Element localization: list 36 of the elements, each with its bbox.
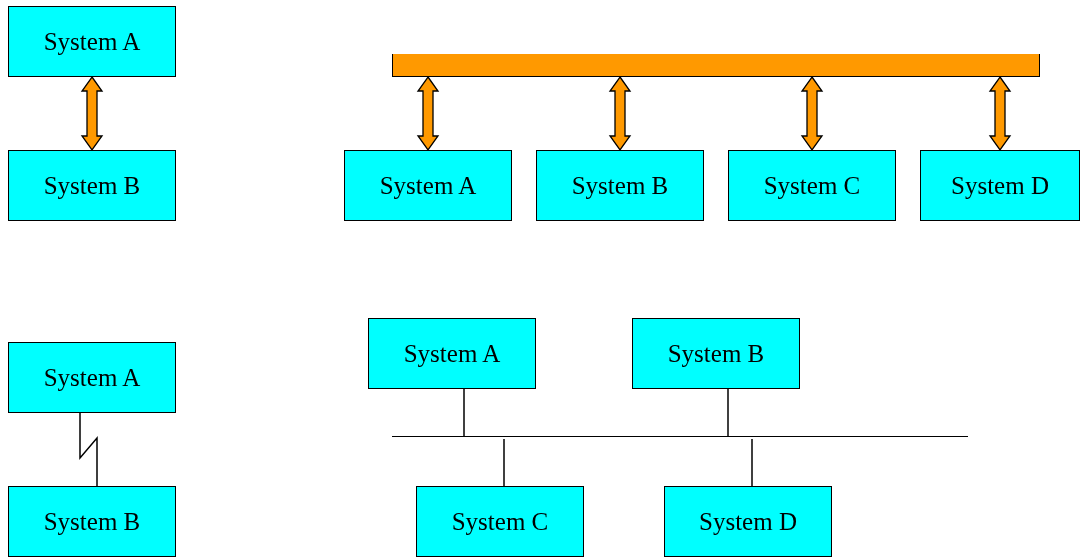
system-box [536,150,704,221]
system-label: System A [43,27,141,56]
system-box [664,486,832,557]
system-box [8,342,176,413]
system-box [344,150,512,221]
system-label: System B [571,171,669,200]
double-arrow [608,75,632,152]
system-box [920,150,1080,221]
connector-line [463,388,465,437]
double-arrow [800,75,824,152]
double-arrow [80,75,104,152]
system-box [368,318,536,389]
system-box [728,150,896,221]
system-label: System B [43,507,141,536]
system-label: System B [43,171,141,200]
system-box [632,318,800,389]
system-label: System D [699,507,797,536]
double-arrow [416,75,440,152]
system-label: System D [951,171,1049,200]
system-box [8,6,176,77]
system-label: System B [667,339,765,368]
system-box [8,486,176,557]
system-label: System C [763,171,861,200]
system-label: System A [379,171,477,200]
double-arrow [988,75,1012,152]
system-label: System A [43,363,141,392]
bus-bar [392,54,1040,77]
connector-line [727,388,729,437]
connector-line [751,438,753,487]
connector-line [503,438,505,487]
system-label: System A [403,339,501,368]
bus-line [392,436,968,439]
zigzag-connector [79,412,98,487]
system-box [416,486,584,557]
system-box [8,150,176,221]
system-label: System C [451,507,549,536]
